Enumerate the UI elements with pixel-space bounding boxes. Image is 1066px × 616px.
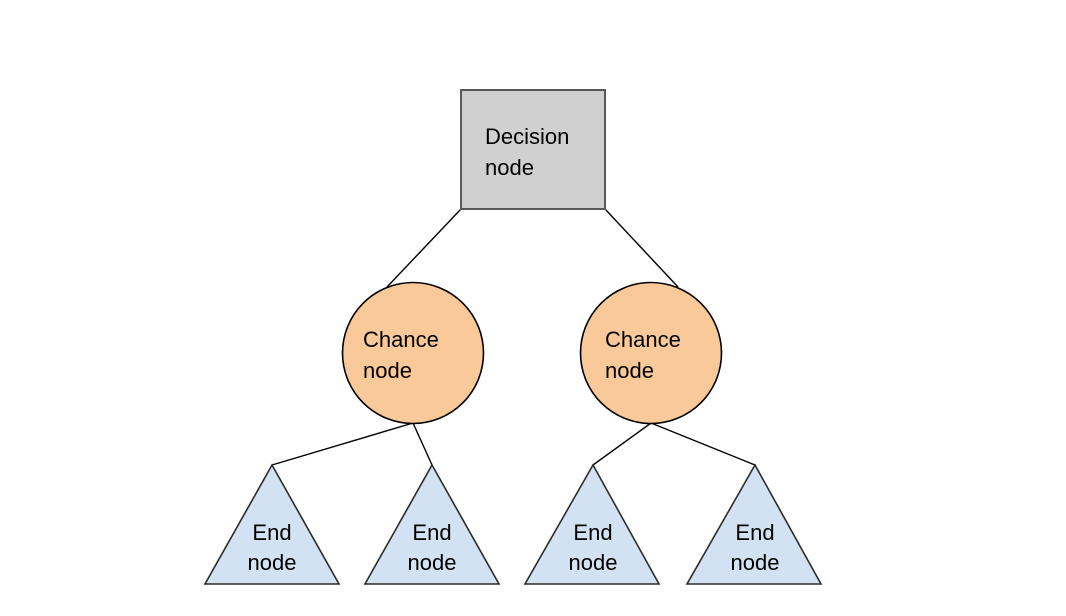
- end-node-1-label-line1: End: [252, 520, 291, 545]
- chance-node-right-label-line1: Chance: [605, 327, 681, 352]
- edge-decision-to-chance-left: [386, 208, 462, 288]
- end-node-2-label-line1: End: [412, 520, 451, 545]
- end-node-3-label-line1: End: [573, 520, 612, 545]
- end-node-4[interactable]: End node: [685, 463, 823, 585]
- chance-node-right-circle[interactable]: [579, 281, 723, 425]
- edge-chance-right-to-end-4: [650, 422, 756, 466]
- edge-chance-right-to-end-3: [592, 422, 652, 466]
- decision-node-label-line2: node: [485, 155, 534, 180]
- end-node-4-label-line1: End: [735, 520, 774, 545]
- edge-group: [271, 208, 756, 466]
- edge-chance-left-to-end-1: [271, 422, 414, 466]
- chance-node-left[interactable]: Chance node: [341, 281, 485, 425]
- decision-node-rect[interactable]: [460, 89, 606, 210]
- end-node-2-label-line2: node: [408, 550, 457, 575]
- end-node-1-triangle[interactable]: [203, 463, 341, 585]
- chance-node-left-label-line2: node: [363, 358, 412, 383]
- end-node-3[interactable]: End node: [523, 463, 661, 585]
- chance-node-right[interactable]: Chance node: [579, 281, 723, 425]
- end-node-2-triangle[interactable]: [363, 463, 501, 585]
- end-node-2[interactable]: End node: [363, 463, 501, 585]
- decision-node[interactable]: Decision node: [460, 89, 606, 210]
- chance-node-left-circle[interactable]: [341, 281, 485, 425]
- end-node-1[interactable]: End node: [203, 463, 341, 585]
- end-node-1-label-line2: node: [248, 550, 297, 575]
- end-node-3-triangle[interactable]: [523, 463, 661, 585]
- end-node-3-label-line2: node: [569, 550, 618, 575]
- edge-chance-left-to-end-2: [412, 422, 433, 466]
- end-node-4-triangle[interactable]: [685, 463, 823, 585]
- chance-node-left-label-line1: Chance: [363, 327, 439, 352]
- chance-node-right-label-line2: node: [605, 358, 654, 383]
- end-node-4-label-line2: node: [731, 550, 780, 575]
- edge-decision-to-chance-right: [604, 208, 679, 288]
- decision-node-label-line1: Decision: [485, 124, 569, 149]
